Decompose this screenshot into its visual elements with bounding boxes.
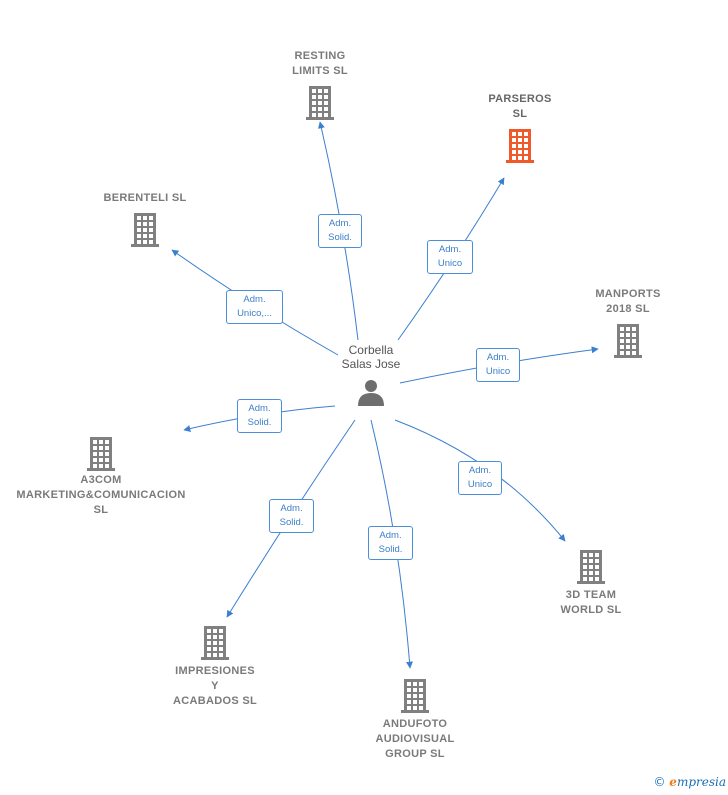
building-icon xyxy=(506,129,534,163)
company-3d-team-world[interactable]: 3D TEAM WORLD SL xyxy=(545,548,637,618)
company-label: IMPRESIONES Y ACABADOS SL xyxy=(173,665,257,707)
role-badge-andufoto[interactable]: Adm. Solid. xyxy=(368,526,413,560)
building-icon xyxy=(577,550,605,584)
center-person[interactable]: Corbella Salas Jose xyxy=(328,343,414,407)
person-name: Corbella Salas Jose xyxy=(341,343,401,371)
company-berenteli[interactable]: BERENTELI SL xyxy=(90,191,200,247)
building-icon xyxy=(87,437,115,471)
company-label: BERENTELI SL xyxy=(103,192,187,204)
building-icon xyxy=(401,679,429,713)
company-label: RESTING LIMITS SL xyxy=(292,50,348,77)
building-icon xyxy=(201,626,229,660)
person-icon xyxy=(358,380,384,406)
role-badge-resting[interactable]: Adm. Solid. xyxy=(318,214,362,248)
company-impresiones[interactable]: IMPRESIONES Y ACABADOS SL xyxy=(160,624,270,709)
company-andufoto[interactable]: ANDUFOTO AUDIOVISUAL GROUP SL xyxy=(360,677,470,762)
building-icon xyxy=(614,324,642,358)
role-badge-3dteam[interactable]: Adm. Unico xyxy=(458,461,502,495)
company-a3com[interactable]: A3COM MARKETING&COMUNICACION SL xyxy=(10,435,192,518)
building-icon xyxy=(306,86,334,120)
company-label: A3COM MARKETING&COMUNICACION SL xyxy=(16,474,186,516)
company-label: 3D TEAM WORLD SL xyxy=(560,589,622,616)
role-badge-a3com[interactable]: Adm. Solid. xyxy=(237,399,282,433)
company-label: MANPORTS 2018 SL xyxy=(595,288,661,315)
role-badge-manports[interactable]: Adm. Unico xyxy=(476,348,520,382)
company-resting-limits[interactable]: RESTING LIMITS SL xyxy=(270,49,370,120)
building-icon xyxy=(131,213,159,247)
brand-logo-e: e xyxy=(669,775,677,789)
brand-watermark: © empresia xyxy=(653,775,726,789)
company-manports[interactable]: MANPORTS 2018 SL xyxy=(578,287,678,358)
role-badge-parseros[interactable]: Adm. Unico xyxy=(427,240,473,274)
company-label: ANDUFOTO AUDIOVISUAL GROUP SL xyxy=(375,718,455,760)
company-label: PARSEROS SL xyxy=(488,93,552,120)
role-badge-berenteli[interactable]: Adm. Unico,... xyxy=(226,290,283,324)
brand-logo-text: mpresia xyxy=(676,775,726,789)
company-parseros[interactable]: PARSEROS SL xyxy=(470,92,570,163)
copyright-symbol: © xyxy=(653,775,666,789)
role-badge-impresiones[interactable]: Adm. Solid. xyxy=(269,499,314,533)
